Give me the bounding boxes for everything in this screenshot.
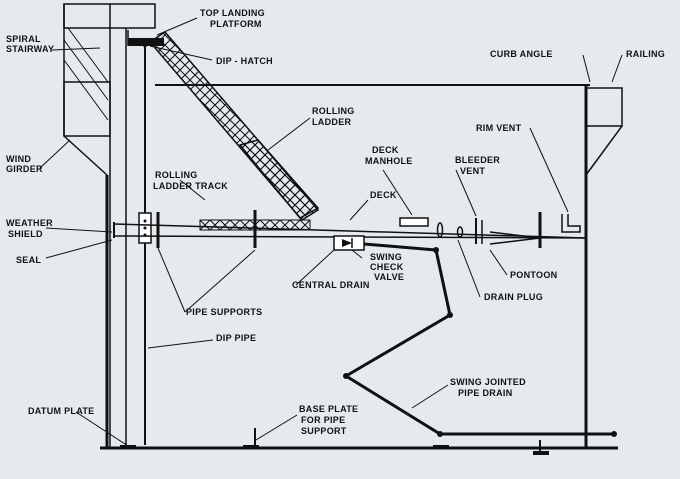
label-bleeder-vent: BLEEDER VENT xyxy=(455,155,503,176)
label-seal: SEAL xyxy=(16,255,41,265)
leader-lines xyxy=(39,17,623,447)
pipe-supports xyxy=(156,210,542,248)
drain-plug xyxy=(436,222,464,238)
label-pontoon: PONTOON xyxy=(510,270,557,280)
label-central-drain: CENTRAL DRAIN xyxy=(292,280,370,290)
rim-vent xyxy=(561,214,581,233)
label-rolling-ladder: ROLLING LADDER xyxy=(312,106,357,127)
rolling-ladder xyxy=(148,31,320,221)
deck-manhole xyxy=(399,217,429,227)
label-spiral-stairway: SPIRAL STAIRWAY xyxy=(6,34,54,54)
label-pipe-supports: PIPE SUPPORTS xyxy=(186,307,262,317)
label-wind-girder: WIND GIRDER xyxy=(6,154,43,174)
swing-jointed-pipe-drain xyxy=(343,242,617,437)
swing-check-valve xyxy=(342,238,353,248)
wind-girder xyxy=(63,81,623,176)
label-deck-manhole: DECK MANHOLE xyxy=(365,145,413,166)
dip-pipe xyxy=(138,44,152,445)
label-swing-check-valve: SWING CHECK VALVE xyxy=(370,252,406,282)
label-weather-shield: WEATHER SHIELD xyxy=(6,218,56,239)
bleeder-vent xyxy=(475,218,483,244)
label-dip-pipe: DIP PIPE xyxy=(216,333,256,343)
label-drain-plug: DRAIN PLUG xyxy=(484,292,543,302)
label-dip-hatch: DIP - HATCH xyxy=(216,56,273,66)
label-base-plate: BASE PLATE FOR PIPE SUPPORT xyxy=(299,404,361,436)
spiral-stairway xyxy=(63,3,156,448)
label-datum-plate: DATUM PLATE xyxy=(28,406,94,416)
label-curb-angle: CURB ANGLE xyxy=(490,49,553,59)
label-top-landing-platform: TOP LANDING PLATFORM xyxy=(200,8,268,29)
diagram-labels: SPIRAL STAIRWAY TOP LANDING PLATFORM DIP… xyxy=(6,8,665,436)
label-rolling-ladder-track: ROLLING LADDER TRACK xyxy=(153,170,228,191)
tank-shell xyxy=(100,84,618,450)
label-deck: DECK xyxy=(370,190,397,200)
label-railing: RAILING xyxy=(626,49,665,59)
label-rim-vent: RIM VENT xyxy=(476,123,522,133)
label-swing-jointed-pipe-drain: SWING JOINTED PIPE DRAIN xyxy=(450,377,529,398)
